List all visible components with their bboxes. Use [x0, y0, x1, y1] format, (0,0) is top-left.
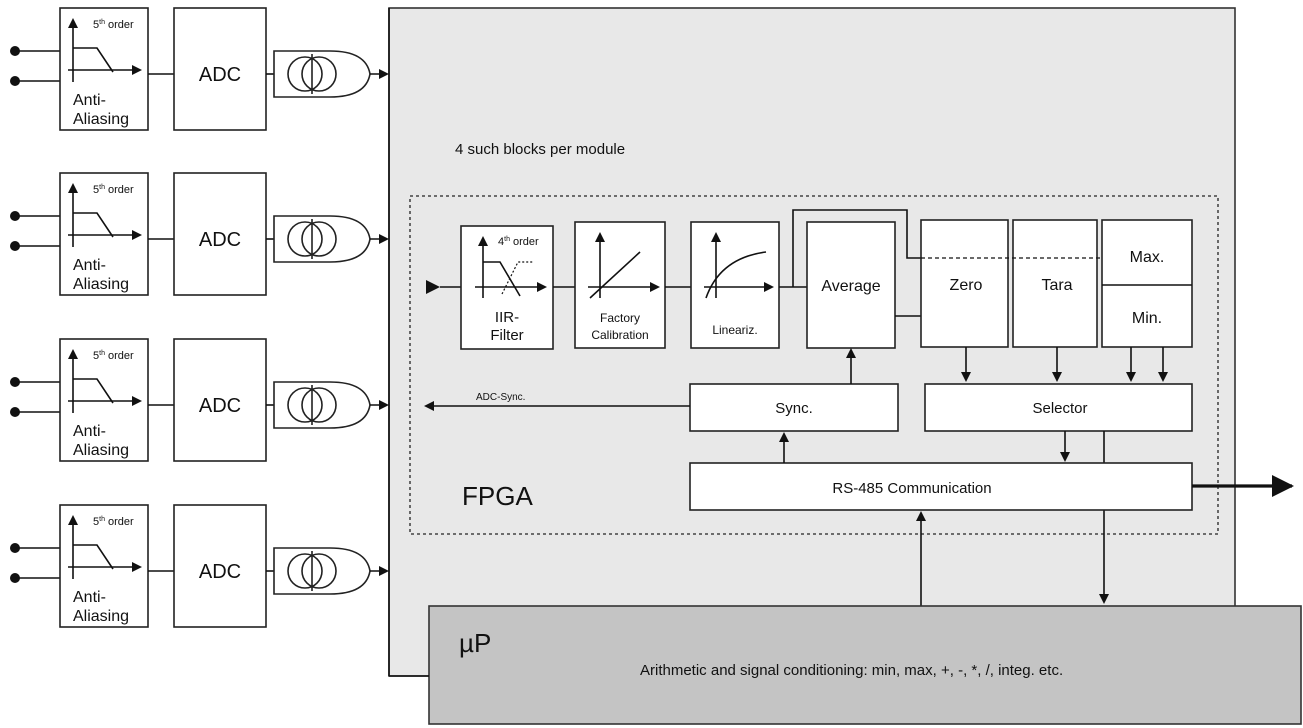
filter-order: 5th order: [93, 516, 134, 528]
tara-block: Tara: [1012, 219, 1098, 348]
adc-label: ADC: [199, 64, 241, 86]
adc-block: [173, 172, 267, 296]
iir-filter-block: 4th order IIR- Filter: [460, 225, 554, 350]
adc-label: ADC: [199, 229, 241, 251]
rs485-label: RS-485 Communication: [832, 480, 991, 497]
microprocessor-block: µP Arithmetic and signal conditioning: m…: [428, 605, 1302, 725]
fpga-input-arrow: [426, 280, 440, 294]
average-block: Average: [806, 221, 896, 349]
filter-label-1: Anti-: [73, 92, 106, 109]
filter-label-2: Aliasing: [73, 111, 129, 128]
sync-block: Sync.: [689, 383, 899, 432]
filter-label-1: Anti-: [73, 423, 106, 440]
iir-label-1: IIR-: [495, 309, 519, 326]
factory-calibration-block: Factory Calibration: [574, 221, 666, 349]
average-label: Average: [821, 278, 880, 295]
rs485-block: RS-485 Communication: [689, 462, 1193, 511]
module-note: 4 such blocks per module: [455, 141, 625, 158]
up-description: Arithmetic and signal conditioning: min,…: [640, 662, 1063, 679]
adc-block: [173, 7, 267, 131]
filter-label-2: Aliasing: [73, 276, 129, 293]
selector-label: Selector: [1032, 400, 1087, 417]
adc-sync-label: ADC-Sync.: [476, 392, 525, 403]
filter-label-2: Aliasing: [73, 442, 129, 459]
iir-order: 4th order: [498, 236, 539, 248]
filter-order: 5th order: [93, 19, 134, 31]
lineariz-label: Lineariz.: [712, 323, 757, 337]
max-label: Max.: [1130, 249, 1165, 266]
adc-label: ADC: [199, 561, 241, 583]
adc-block: [173, 504, 267, 628]
fpga-label: FPGA: [462, 481, 533, 511]
filter-order: 5th order: [93, 350, 134, 362]
sync-label: Sync.: [775, 400, 813, 417]
adc-label: ADC: [199, 395, 241, 417]
adc-block: [173, 338, 267, 462]
filter-label-1: Anti-: [73, 589, 106, 606]
linearization-block: Lineariz.: [690, 221, 780, 349]
max-min-block: Max. Min.: [1101, 219, 1193, 348]
up-label: µP: [459, 628, 491, 658]
zero-label: Zero: [950, 277, 983, 294]
min-label: Min.: [1132, 310, 1162, 327]
factory-label-2: Calibration: [591, 328, 648, 342]
tara-label: Tara: [1041, 277, 1072, 294]
factory-label-1: Factory: [600, 311, 640, 325]
filter-order: 5th order: [93, 184, 134, 196]
fpga-region: [409, 195, 1219, 535]
zero-block: Zero: [920, 219, 1009, 348]
filter-label-2: Aliasing: [73, 608, 129, 625]
iir-label-2: Filter: [490, 327, 523, 344]
selector-block: Selector: [924, 383, 1193, 432]
filter-label-1: Anti-: [73, 257, 106, 274]
